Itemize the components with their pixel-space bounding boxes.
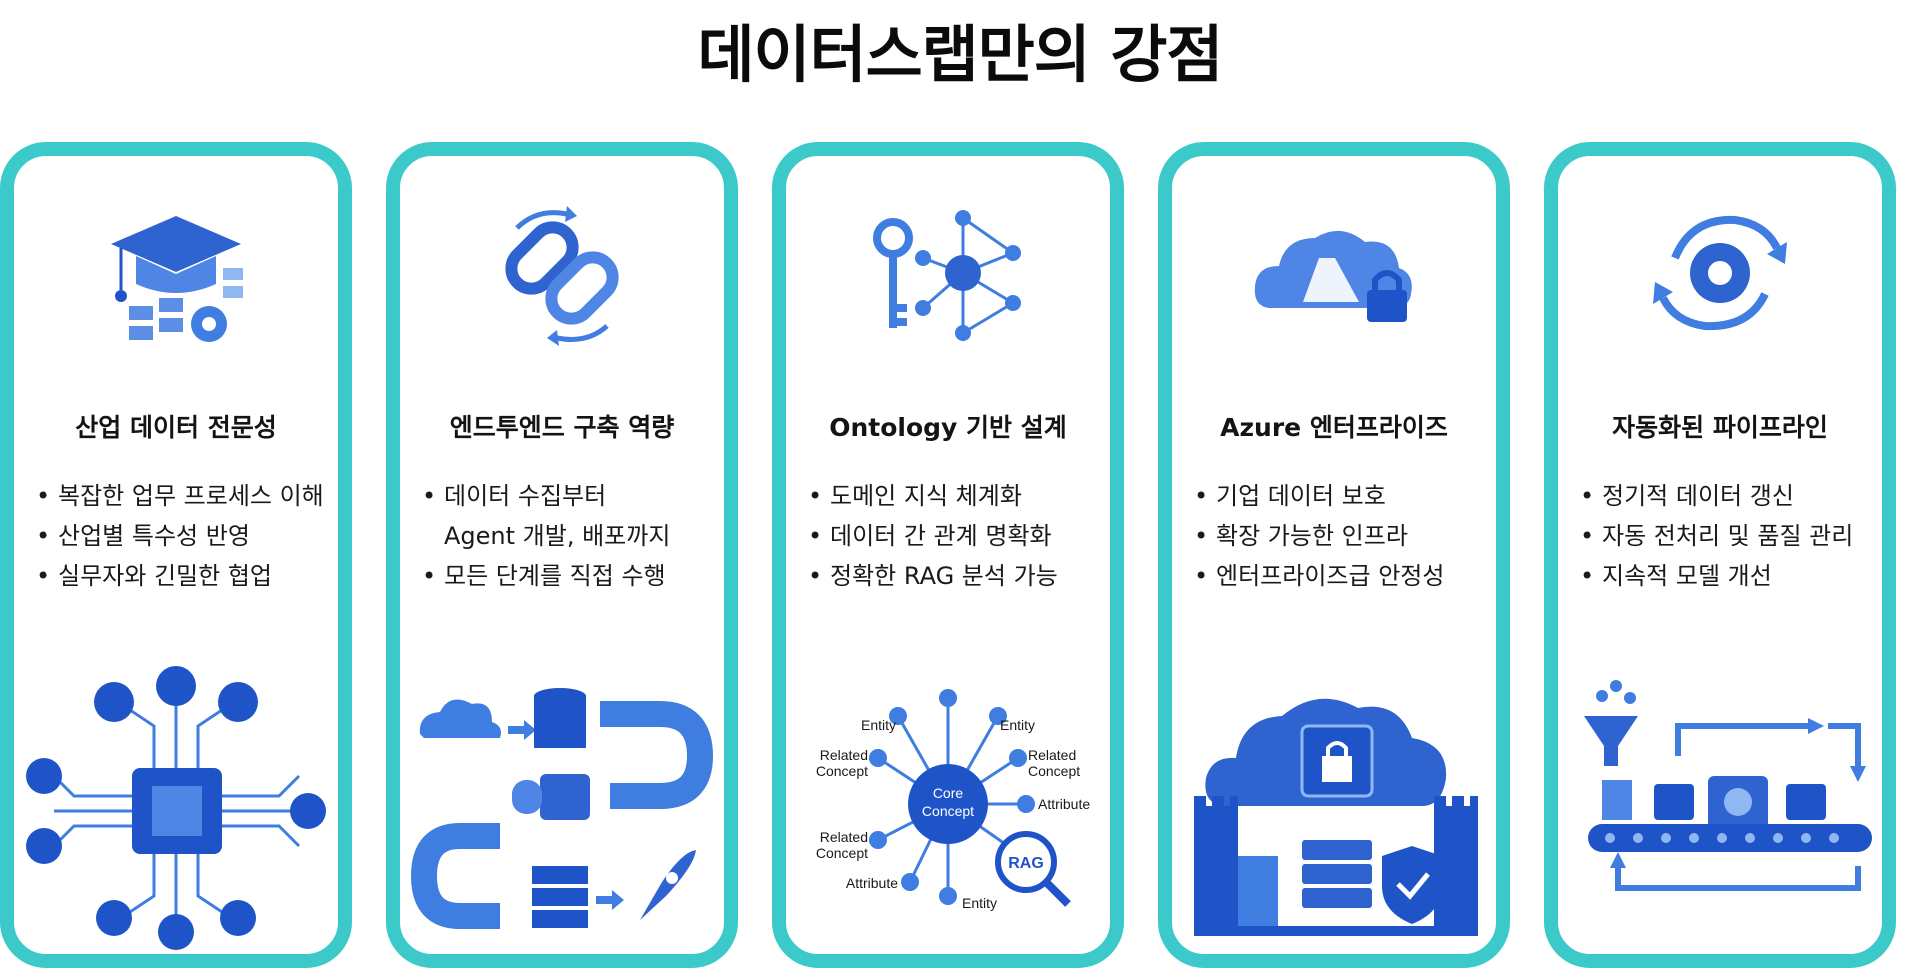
graduation-cap-icon bbox=[14, 198, 338, 348]
svg-text:Related: Related bbox=[820, 747, 868, 763]
card-title: 자동화된 파이프라인 bbox=[1612, 413, 1828, 442]
bullet-item: 복잡한 업무 프로세스 이해 bbox=[36, 476, 336, 516]
bullet-item: 산업별 특수성 반영 bbox=[36, 516, 336, 556]
bullet-item: 엔터프라이즈급 안정성 bbox=[1194, 556, 1494, 596]
core-concept-label: Core bbox=[933, 785, 964, 801]
bullet-item: 기업 데이터 보호 bbox=[1194, 476, 1494, 516]
gear-refresh-icon bbox=[1558, 198, 1882, 348]
svg-text:Entity: Entity bbox=[1000, 717, 1035, 733]
card-title: Ontology 기반 설계 bbox=[829, 413, 1067, 442]
card-industry-expertise: 산업 데이터 전문성 복잡한 업무 프로세스 이해 산업별 특수성 반영 실무자… bbox=[0, 142, 352, 968]
bullet-list: 데이터 수집부터 Agent 개발, 배포까지 모든 단계를 직접 수행 bbox=[422, 476, 722, 596]
bullet-item: 모든 단계를 직접 수행 bbox=[422, 556, 722, 596]
card-title: 산업 데이터 전문성 bbox=[75, 413, 277, 442]
svg-text:Attribute: Attribute bbox=[1038, 796, 1090, 812]
ontology-diagram: Core Concept Entity Entity Related Conce… bbox=[786, 656, 1110, 954]
card-title: 엔드투엔드 구축 역량 bbox=[449, 413, 675, 442]
conveyor-pipeline-illustration bbox=[1558, 656, 1882, 954]
bullet-item: 지속적 모델 개선 bbox=[1580, 556, 1880, 596]
bullet-item: 확장 가능한 인프라 bbox=[1194, 516, 1494, 556]
bullet-list: 정기적 데이터 갱신 자동 전처리 및 품질 관리 지속적 모델 개선 bbox=[1580, 476, 1880, 596]
bullet-item: 데이터 간 관계 명확화 bbox=[808, 516, 1108, 556]
bullet-item: 정확한 RAG 분석 가능 bbox=[808, 556, 1108, 596]
card-end-to-end: 엔드투엔드 구축 역량 데이터 수집부터 Agent 개발, 배포까지 모든 단… bbox=[386, 142, 738, 968]
azure-cloud-lock-icon bbox=[1172, 198, 1496, 348]
card-title: Azure 엔터프라이즈 bbox=[1220, 413, 1448, 442]
bullet-item: 도메인 지식 체계화 bbox=[808, 476, 1108, 516]
svg-text:Related: Related bbox=[820, 829, 868, 845]
bullet-item-continuation: Agent 개발, 배포까지 bbox=[444, 522, 671, 550]
cloud-vault-illustration bbox=[1172, 656, 1496, 954]
circuit-chip-illustration bbox=[14, 656, 338, 954]
card-azure-enterprise: Azure 엔터프라이즈 기업 데이터 보호 확장 가능한 인프라 엔터프라이즈… bbox=[1158, 142, 1510, 968]
pipeline-flow-illustration bbox=[400, 656, 724, 954]
card-ontology: Ontology 기반 설계 도메인 지식 체계화 데이터 간 관계 명확화 정… bbox=[772, 142, 1124, 968]
bullet-list: 기업 데이터 보호 확장 가능한 인프라 엔터프라이즈급 안정성 bbox=[1194, 476, 1494, 596]
chain-link-sync-icon bbox=[400, 198, 724, 348]
key-network-icon bbox=[786, 198, 1110, 348]
bullet-list: 도메인 지식 체계화 데이터 간 관계 명확화 정확한 RAG 분석 가능 bbox=[808, 476, 1108, 596]
page-title: 데이터스랩만의 강점 bbox=[697, 18, 1224, 91]
svg-text:Entity: Entity bbox=[962, 895, 997, 911]
bullet-list: 복잡한 업무 프로세스 이해 산업별 특수성 반영 실무자와 긴밀한 협업 bbox=[36, 476, 336, 596]
card-automated-pipeline: 자동화된 파이프라인 정기적 데이터 갱신 자동 전처리 및 품질 관리 지속적… bbox=[1544, 142, 1896, 968]
bullet-item: 자동 전처리 및 품질 관리 bbox=[1580, 516, 1880, 556]
svg-text:Concept: Concept bbox=[816, 763, 868, 779]
svg-text:Entity: Entity bbox=[861, 717, 896, 733]
svg-text:Related: Related bbox=[1028, 747, 1076, 763]
svg-text:Concept: Concept bbox=[1028, 763, 1080, 779]
bullet-item: 실무자와 긴밀한 협업 bbox=[36, 556, 336, 596]
rag-label: RAG bbox=[1008, 855, 1044, 872]
bullet-item: 정기적 데이터 갱신 bbox=[1580, 476, 1880, 516]
svg-text:Concept: Concept bbox=[922, 803, 974, 819]
svg-text:Attribute: Attribute bbox=[846, 875, 898, 891]
bullet-item: 데이터 수집부터 bbox=[422, 476, 722, 516]
svg-text:Concept: Concept bbox=[816, 845, 868, 861]
